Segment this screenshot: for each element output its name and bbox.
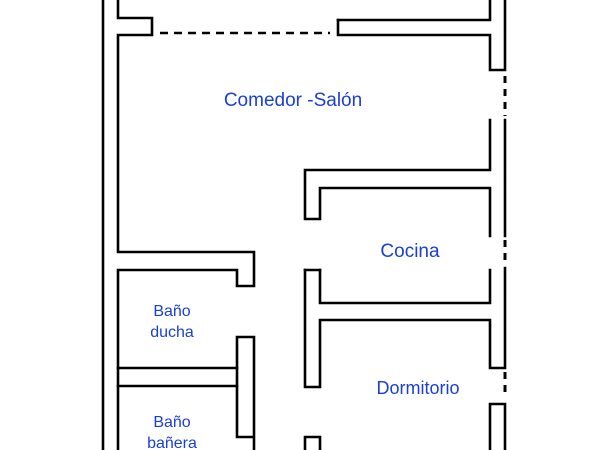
bath-shower-wall xyxy=(116,335,256,450)
kitchen-bedroom-wall xyxy=(303,266,507,389)
right-wall-lower xyxy=(488,402,507,450)
room-label-bano-banera-line1: Baño xyxy=(153,414,190,431)
top-left-wall xyxy=(116,0,256,370)
room-label-dormitorio: Dormitorio xyxy=(376,378,459,398)
room-label-bano-ducha-line1: Baño xyxy=(153,303,190,320)
top-right-inner-wall xyxy=(336,0,492,22)
corridor-bottom-jamb xyxy=(303,435,322,450)
top-right-wall xyxy=(336,0,507,72)
room-label-comedor-salon: Comedor -Salón xyxy=(224,90,362,111)
room-label-bano-ducha-line2: ducha xyxy=(150,324,194,341)
right-wall-upper xyxy=(303,118,507,238)
room-label-bano-banera-line2: bañera xyxy=(147,435,197,450)
room-label-cocina: Cocina xyxy=(380,241,440,262)
